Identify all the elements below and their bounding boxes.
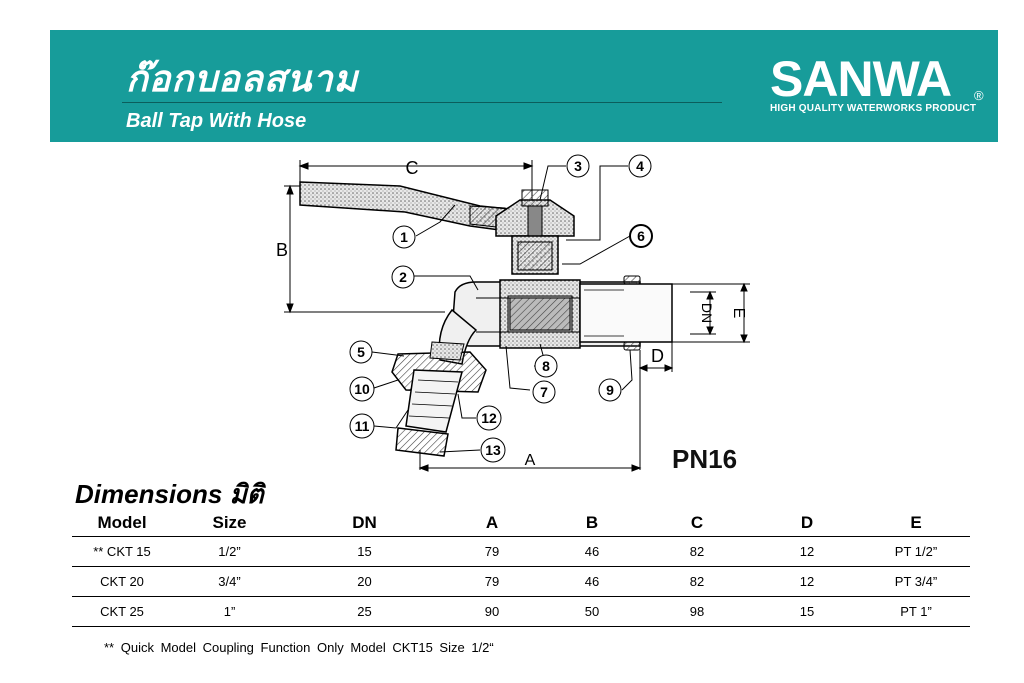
ball-tap-diagram: C B DN	[276, 154, 750, 472]
callout-11: 11	[349, 413, 375, 439]
column-header: E	[862, 510, 970, 537]
column-header: A	[442, 510, 542, 537]
callout-10: 10	[349, 376, 375, 402]
dn-e-dimensions	[672, 282, 750, 344]
cell-e: PT 1/2”	[862, 536, 970, 567]
cell-b: 46	[542, 536, 642, 567]
callout-4-label: 4	[636, 158, 644, 174]
cell-a: 79	[442, 536, 542, 567]
callout-9-label: 9	[606, 382, 614, 398]
callout-2: 2	[391, 265, 415, 289]
column-header: DN	[287, 510, 442, 537]
cell-model: ** CKT 15	[72, 536, 172, 567]
dim-label-d: D	[651, 346, 664, 366]
pressure-rating: PN16	[672, 444, 738, 474]
callout-1: 1	[392, 225, 416, 249]
hose-connector	[391, 308, 487, 470]
title-english: Ball Tap With Hose	[126, 110, 307, 132]
cell-a: 90	[442, 596, 542, 627]
callout-7: 7	[532, 380, 556, 404]
cell-dn: 20	[287, 566, 442, 597]
dim-label-c: C	[406, 158, 419, 178]
callout-10-label: 10	[354, 381, 370, 397]
callout-5: 5	[349, 340, 373, 364]
footnote: ** Quick Model Coupling Function Only Mo…	[104, 640, 494, 655]
header-banner: ก๊อกบอลสนาม Ball Tap With Hose SANWA ® H…	[50, 30, 998, 142]
callout-7-label: 7	[540, 384, 548, 400]
cell-d: 12	[752, 536, 862, 567]
dimensions-title: Dimensions มิติ	[75, 479, 264, 509]
callout-12-label: 12	[481, 410, 497, 426]
cell-size: 3/4”	[172, 566, 287, 597]
cell-e: PT 1”	[862, 596, 970, 627]
cell-b: 50	[542, 596, 642, 627]
dimensions-table: Model Size DN A B C D E ** CKT 15 1/2” 1…	[72, 510, 970, 627]
cell-c: 82	[642, 566, 752, 597]
b-dimension	[284, 184, 445, 314]
callout-8: 8	[534, 354, 558, 378]
header-divider	[122, 102, 722, 103]
handle	[299, 181, 521, 233]
brand-tagline: HIGH QUALITY WATERWORKS PRODUCT	[770, 103, 977, 114]
cell-a: 79	[442, 566, 542, 597]
part-callouts: 1 2 3 4 6 5 10 11 12 13 8 7 9	[349, 154, 653, 463]
callout-5-label: 5	[357, 344, 365, 360]
column-header: B	[542, 510, 642, 537]
dim-label-dn: DN	[699, 303, 715, 323]
table-header-row: Model Size DN A B C D E	[72, 510, 970, 537]
table-row: ** CKT 15 1/2” 15 79 46 82 12 PT 1/2”	[72, 536, 970, 567]
callout-6-label: 6	[637, 228, 645, 244]
cell-model: CKT 25	[72, 596, 172, 627]
cell-c: 82	[642, 536, 752, 567]
cell-model: CKT 20	[72, 566, 172, 597]
callout-8-label: 8	[542, 358, 550, 374]
registered-mark: ®	[974, 88, 984, 103]
column-header: C	[642, 510, 752, 537]
leader-lines	[371, 165, 633, 453]
dim-label-b: B	[276, 240, 288, 260]
dim-label-a: A	[525, 452, 536, 469]
brand-logo: SANWA	[770, 51, 952, 107]
cell-c: 98	[642, 596, 752, 627]
cell-d: 15	[752, 596, 862, 627]
d-dimension	[638, 342, 674, 470]
cell-b: 46	[542, 566, 642, 597]
callout-4: 4	[628, 154, 652, 178]
table-row: CKT 25 1” 25 90 50 98 15 PT 1”	[72, 596, 970, 627]
cell-size: 1/2”	[172, 536, 287, 567]
dim-label-e: E	[730, 308, 747, 319]
valve-stem	[495, 189, 575, 275]
callout-13: 13	[480, 437, 506, 463]
callout-3: 3	[566, 154, 590, 178]
title-thai: ก๊อกบอลสนาม	[126, 59, 359, 100]
a-dimension	[418, 464, 642, 472]
cell-d: 12	[752, 566, 862, 597]
callout-2-label: 2	[399, 269, 407, 285]
callout-3-label: 3	[574, 158, 582, 174]
cell-e: PT 3/4”	[862, 566, 970, 597]
cell-dn: 15	[287, 536, 442, 567]
cell-dn: 25	[287, 596, 442, 627]
callout-9: 9	[598, 378, 622, 402]
callout-12: 12	[476, 405, 502, 431]
callout-13-label: 13	[485, 442, 501, 458]
c-dimension	[298, 160, 534, 200]
callout-1-label: 1	[400, 229, 408, 245]
callout-11-label: 11	[355, 418, 370, 434]
column-header: D	[752, 510, 862, 537]
callout-6: 6	[629, 224, 653, 248]
column-header: Model	[72, 510, 172, 537]
table-row: CKT 20 3/4” 20 79 46 82 12 PT 3/4”	[72, 566, 970, 597]
cell-size: 1”	[172, 596, 287, 627]
valve-body	[451, 275, 673, 351]
column-header: Size	[172, 510, 287, 537]
